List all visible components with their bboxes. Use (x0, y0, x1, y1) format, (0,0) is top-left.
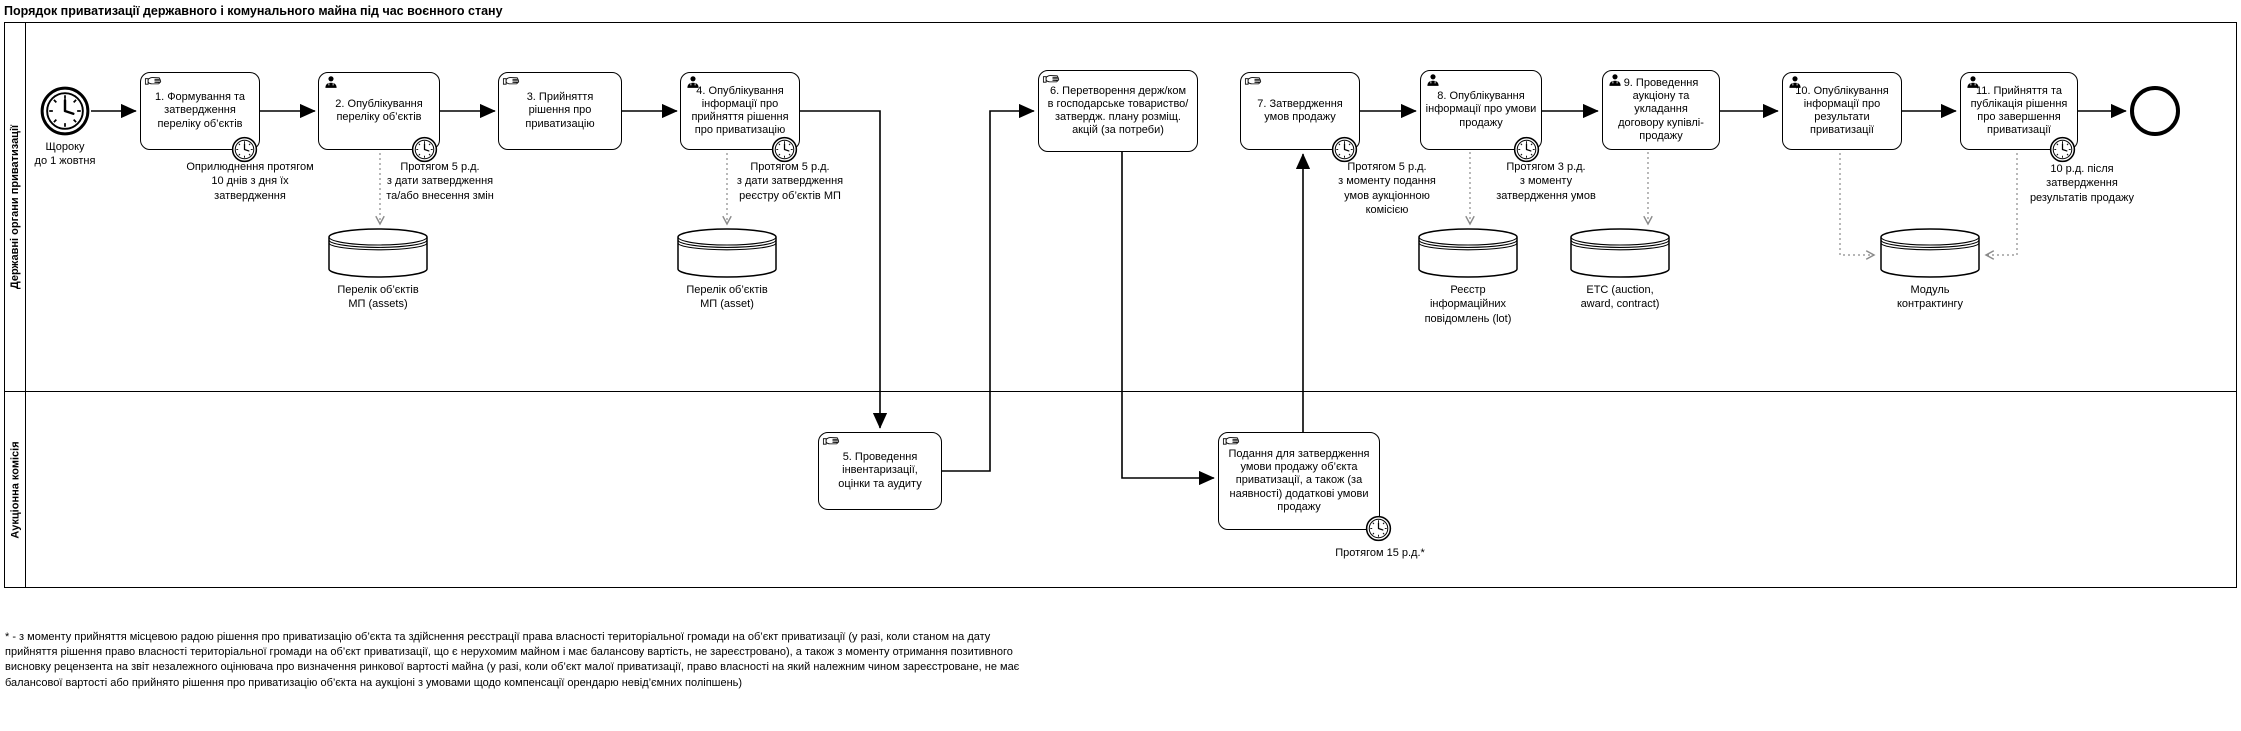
user-task-icon (322, 75, 340, 89)
user-task-icon (1606, 73, 1624, 87)
task-1[interactable]: 1. Формування та затвердження переліку о… (140, 72, 260, 150)
boundary-timer-icon (1513, 136, 1540, 163)
timer-note-7: Протягом 5 р.д. з моменту подання умов а… (1338, 161, 1436, 216)
task-label: 2. Опублікування переліку об’єктів (335, 97, 423, 123)
end-event[interactable] (2130, 86, 2180, 136)
boundary-timer-icon (1365, 515, 1392, 542)
task-label: Подання для затвердження умови продажу о… (1228, 448, 1370, 513)
data-store-label: ETC (auction, award, contract) (1580, 284, 1660, 311)
data-store-etc[interactable] (1570, 228, 1670, 278)
association-11-to-store-contracting (1984, 153, 2018, 260)
footnote-line: * - з моменту прийняття місцевою радою р… (5, 631, 991, 643)
task-8[interactable]: 8. Опублікування інформації про умови пр… (1420, 70, 1542, 150)
task-label: 11. Прийняття та публікація рішення про … (1970, 84, 2068, 137)
user-task-icon (1424, 73, 1442, 87)
flow-6-to-submission (1121, 152, 1215, 486)
boundary-timer-icon (771, 136, 798, 163)
page-title: Порядок приватизації державного і комуна… (4, 4, 503, 18)
footnote: * - з моменту прийняття місцевою радою р… (5, 630, 1545, 691)
data-store-label: Перелік об’єктів МП (assets) (337, 284, 419, 311)
task-9[interactable]: 9. Проведення аукціону та укладання дого… (1602, 70, 1720, 150)
footnote-line: висновку рецензента на звіт незалежного … (5, 661, 1020, 674)
task-2[interactable]: 2. Опублікування переліку об’єктів (318, 72, 440, 150)
start-event-label: Щороку до 1 жовтня (34, 141, 96, 168)
data-store-lot-registry[interactable] (1418, 228, 1518, 278)
task-label: 7. Затвердження умов продажу (1257, 97, 1343, 123)
task-label: 3. Прийняття рішення про приватизацію (525, 91, 595, 130)
task-7[interactable]: 7. Затвердження умов продажу (1240, 72, 1360, 150)
task-label: 1. Формування та затвердження переліку о… (154, 91, 246, 130)
boundary-timer-icon (411, 136, 438, 163)
manual-task-icon (1244, 75, 1262, 89)
pool: Державні органи приватизації Аукціонна к… (4, 22, 2237, 588)
timer-note-8: Протягом 3 р.д. з моменту затвердження у… (1496, 161, 1596, 202)
timer-start-event[interactable] (39, 85, 91, 137)
task-label: 6. Перетворення держ/ком в господарське … (1047, 84, 1189, 137)
data-store-contracting-module[interactable] (1880, 228, 1980, 278)
footnote-line: прийняття рішення право власності терито… (5, 646, 1013, 659)
lane-divider (5, 391, 2236, 392)
task-4[interactable]: 4. Опублікування інформації про прийнятт… (680, 72, 800, 150)
task-label: 9. Проведення аукціону та укладання дого… (1618, 77, 1704, 142)
footnote-line: балансової вартості або прийнято рішення… (5, 676, 743, 689)
task-label: 5. Проведення інвентаризації, оцінки та … (838, 451, 922, 490)
data-store-label: Реєстр інформаційних повідомлень (lot) (1424, 284, 1512, 325)
task-3[interactable]: 3. Прийняття рішення про приватизацію (498, 72, 622, 150)
manual-task-icon (1222, 435, 1240, 449)
boundary-timer-icon (231, 136, 258, 163)
data-store-assets[interactable] (328, 228, 428, 278)
manual-task-icon (1042, 73, 1060, 87)
task-6[interactable]: 6. Перетворення держ/ком в господарське … (1038, 70, 1198, 152)
flow-4-to-5 (800, 110, 888, 429)
task-submission[interactable]: Подання для затвердження умови продажу о… (1218, 432, 1380, 530)
user-task-icon (1786, 75, 1804, 89)
data-store-label: Модуль контрактингу (1896, 284, 1964, 311)
timer-note-2: Протягом 5 р.д. з дати затвердження та/а… (386, 161, 494, 202)
task-11[interactable]: 11. Прийняття та публікація рішення про … (1960, 72, 2078, 150)
manual-task-icon (502, 75, 520, 89)
timer-note-1: Оприлюднення протягом 10 днів з дня їх з… (186, 161, 314, 202)
timer-note-11: 10 р.д. після затвердження результатів п… (2029, 163, 2135, 204)
task-label: 8. Опублікування інформації про умови пр… (1425, 90, 1537, 129)
boundary-timer-icon (2049, 136, 2076, 163)
task-label: 10. Опублікування інформації про результ… (1795, 84, 1889, 137)
data-store-asset[interactable] (677, 228, 777, 278)
task-label: 4. Опублікування інформації про прийнятт… (691, 84, 789, 137)
flow-5-to-6 (942, 103, 1035, 472)
timer-note-submission: Протягом 15 р.д.* (1335, 547, 1425, 559)
task-10[interactable]: 10. Опублікування інформації про результ… (1782, 72, 1902, 150)
lane-label-band (25, 23, 26, 587)
task-5[interactable]: 5. Проведення інвентаризації, оцінки та … (818, 432, 942, 510)
association-10-to-store-contracting (1839, 153, 1876, 260)
data-store-label: Перелік об’єктів МП (asset) (686, 284, 768, 311)
manual-task-icon (822, 435, 840, 449)
user-task-icon (684, 75, 702, 89)
manual-task-icon (144, 75, 162, 89)
user-task-icon (1964, 75, 1982, 89)
timer-note-4: Протягом 5 р.д. з дати затвердження реєс… (736, 161, 844, 202)
boundary-timer-icon (1331, 136, 1358, 163)
